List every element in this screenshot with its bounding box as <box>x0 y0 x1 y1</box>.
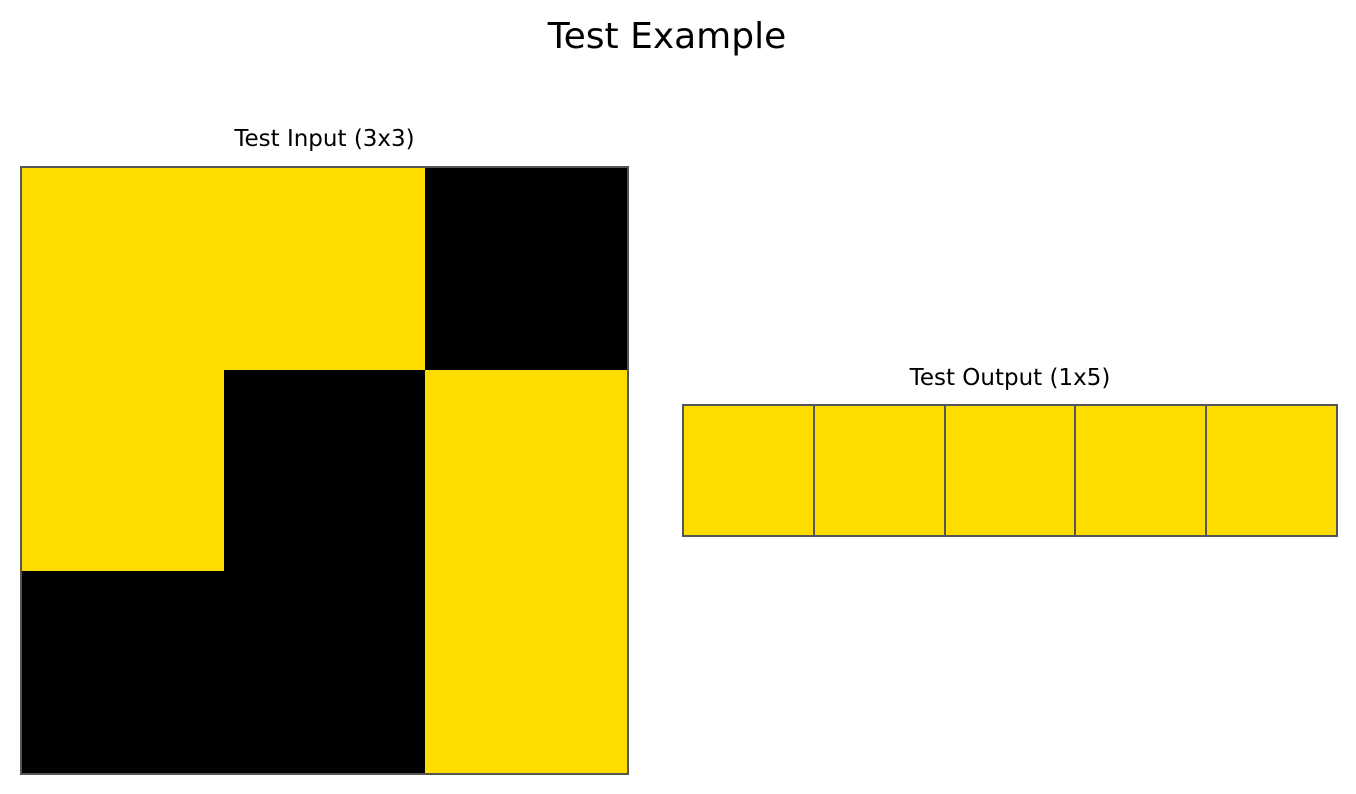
test-input-cell-r2-c2 <box>425 571 627 773</box>
test-input-cell-r1-c0 <box>22 369 224 572</box>
test-input-cell-r2-c1 <box>223 571 426 773</box>
test-output-cell-r0-c2 <box>945 406 1075 535</box>
figure-title: Test Example <box>547 16 787 57</box>
test-output-cell-r0-c3 <box>1076 406 1206 535</box>
test-input-cell-r0-c1 <box>223 168 426 370</box>
test-input-grid <box>20 166 629 775</box>
test-output-cell-r0-c1 <box>814 406 944 535</box>
test-output-grid <box>682 404 1338 537</box>
test-input-title: Test Input (3x3) <box>234 126 415 152</box>
test-input-cell-r1-c2 <box>425 369 627 572</box>
test-output-cell-r0-c4 <box>1207 406 1336 535</box>
test-input-cell-r0-c0 <box>22 168 224 370</box>
test-output-title: Test Output (1x5) <box>909 365 1111 391</box>
test-input-cell-r0-c2 <box>425 168 627 370</box>
test-input-cell-r1-c1 <box>223 369 426 572</box>
test-input-cell-r2-c0 <box>22 571 224 773</box>
test-output-cell-r0-c0 <box>684 406 813 535</box>
